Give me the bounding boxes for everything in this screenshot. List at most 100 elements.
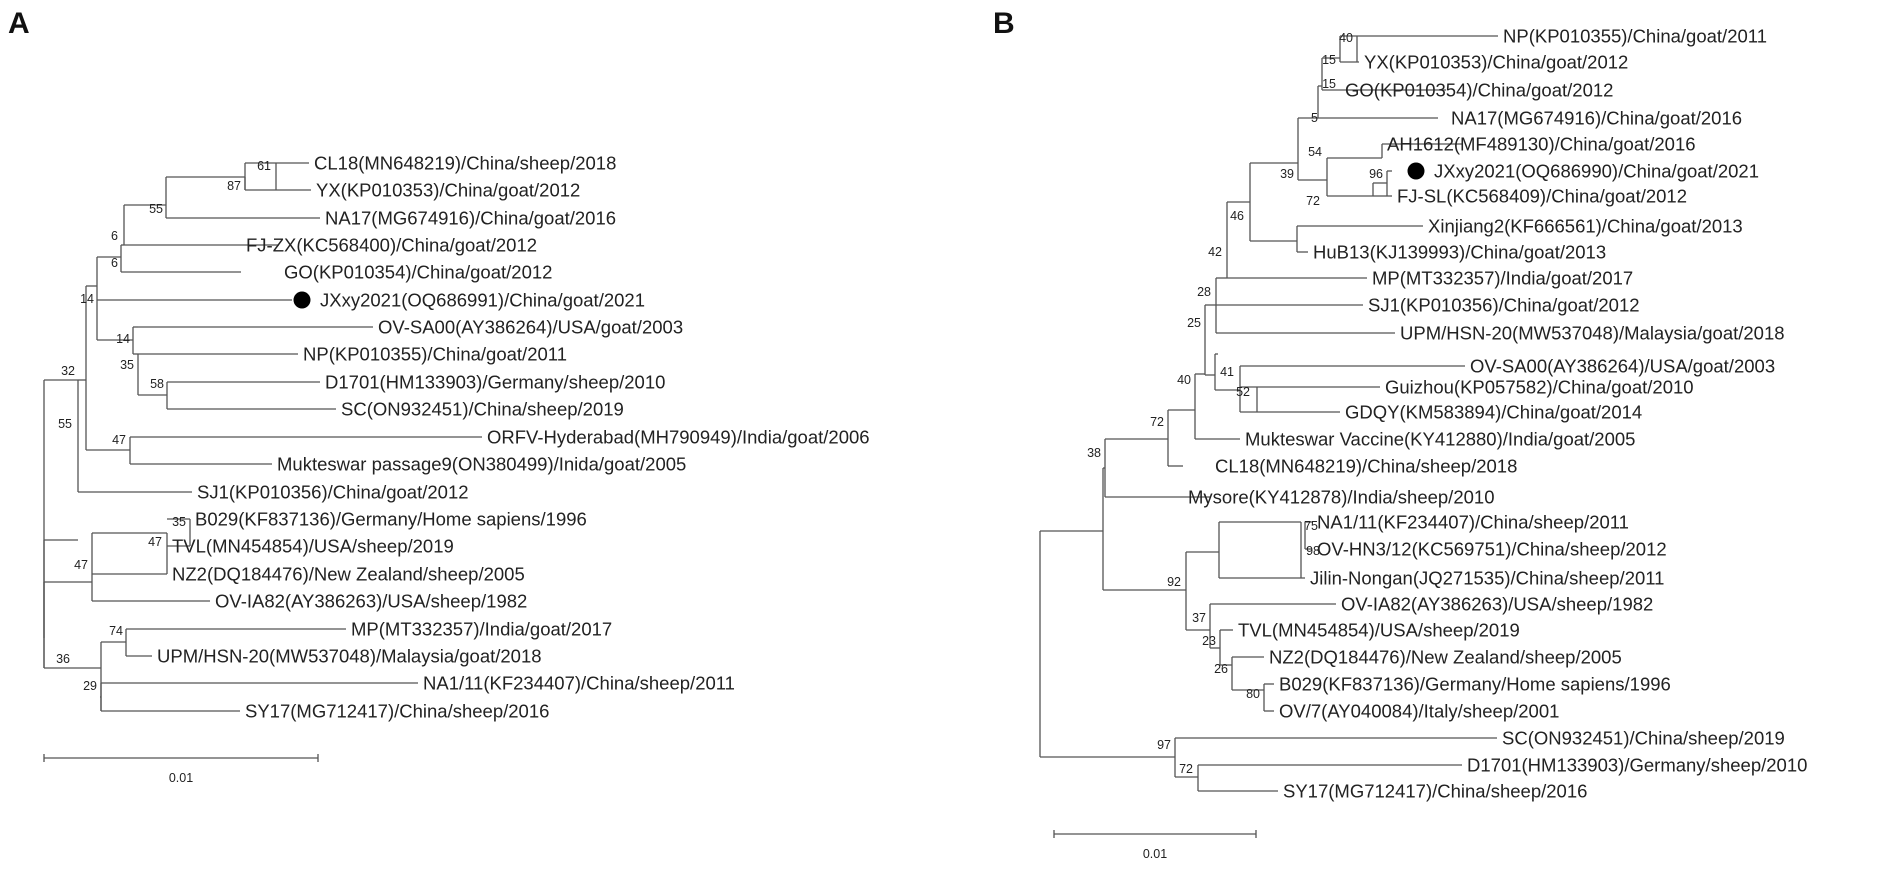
bootstrap-value: 92: [1167, 575, 1181, 589]
tip-label: Guizhou(KP057582)/China/goat/2010: [1385, 377, 1694, 398]
tip-label: HuB13(KJ139993)/China/goat/2013: [1313, 242, 1606, 263]
tip-label: CL18(MN648219)/China/sheep/2018: [1215, 456, 1517, 477]
tip-label: JXxy2021(OQ686990)/China/goat/2021: [1434, 161, 1759, 182]
bootstrap-value: 32: [61, 364, 75, 378]
bootstrap-value: 14: [116, 332, 130, 346]
tip-label: NA1/11(KF234407)/China/sheep/2011: [423, 673, 735, 694]
tip-label: GDQY(KM583894)/China/goat/2014: [1345, 402, 1642, 423]
bootstrap-value: 47: [112, 433, 126, 447]
bootstrap-value: 14: [80, 292, 94, 306]
bootstrap-value: 41: [1220, 365, 1234, 379]
bootstrap-value: 35: [172, 515, 186, 529]
highlight-dot-icon: [293, 291, 311, 309]
tip-label: TVL(MN454854)/USA/sheep/2019: [172, 536, 454, 557]
tip-label: NZ2(DQ184476)/New Zealand/sheep/2005: [1269, 647, 1622, 668]
bootstrap-value: 36: [56, 652, 70, 666]
tip-label: OV-SA00(AY386264)/USA/goat/2003: [378, 317, 683, 338]
bootstrap-value: 15: [1322, 53, 1336, 67]
tip-label: Jilin-Nongan(JQ271535)/China/sheep/2011: [1310, 568, 1664, 589]
bootstrap-value: 29: [83, 679, 97, 693]
tip-label: Mukteswar Vaccine(KY412880)/India/goat/2…: [1245, 429, 1635, 450]
scale-label: 0.01: [169, 771, 193, 785]
tip-label: B029(KF837136)/Germany/Home sapiens/1996: [1279, 674, 1671, 695]
panel-label-b: B: [993, 7, 1015, 40]
tip-label: D1701(HM133903)/Germany/sheep/2010: [1467, 755, 1807, 776]
bootstrap-value: 40: [1339, 31, 1353, 45]
tip-label: TVL(MN454854)/USA/sheep/2019: [1238, 620, 1520, 641]
tip-label: B029(KF837136)/Germany/Home sapiens/1996: [195, 509, 587, 530]
bootstrap-value: 47: [74, 558, 88, 572]
bootstrap-value: 47: [148, 535, 162, 549]
bootstrap-value: 46: [1230, 209, 1244, 223]
tip-label: SJ1(KP010356)/China/goat/2012: [1368, 295, 1640, 316]
bootstrap-value: 25: [1187, 316, 1201, 330]
bootstrap-value: 28: [1197, 285, 1211, 299]
tip-label: Mysore(KY412878)/India/sheep/2010: [1188, 487, 1494, 508]
tip-label: Mukteswar passage9(ON380499)/Inida/goat/…: [277, 454, 686, 475]
tip-label: SJ1(KP010356)/China/goat/2012: [197, 482, 469, 503]
tip-label: OV/7(AY040084)/Italy/sheep/2001: [1279, 701, 1559, 722]
bootstrap-value: 26: [1214, 662, 1228, 676]
tree-panel-a: A CL18(MN648219)/China/sheep/2018YX(KP010…: [8, 7, 870, 785]
tip-label: UPM/HSN-20(MW537048)/Malaysia/goat/2018: [1400, 323, 1785, 344]
bootstrap-value: 80: [1246, 687, 1260, 701]
tip-label: OV-SA00(AY386264)/USA/goat/2003: [1470, 356, 1775, 377]
tip-label: NP(KP010355)/China/goat/2011: [1503, 26, 1767, 47]
tip-label: MP(MT332357)/India/goat/2017: [1372, 268, 1633, 289]
tip-label: UPM/HSN-20(MW537048)/Malaysia/goat/2018: [157, 646, 542, 667]
tip-label: OV-HN3/12(KC569751)/China/sheep/2012: [1317, 539, 1667, 560]
bootstrap-value: 37: [1192, 611, 1206, 625]
tip-label: SC(ON932451)/China/sheep/2019: [341, 399, 624, 420]
tip-label: OV-IA82(AY386263)/USA/sheep/1982: [215, 591, 527, 612]
bootstrap-value: 40: [1177, 373, 1191, 387]
tip-label: YX(KP010353)/China/goat/2012: [316, 180, 580, 201]
tip-label: GO(KP010354)/China/goat/2012: [1345, 80, 1613, 101]
tip-label: FJ-ZX(KC568400)/China/goat/2012: [246, 235, 537, 256]
bootstrap-value: 72: [1306, 194, 1320, 208]
tip-label: SY17(MG712417)/China/sheep/2016: [245, 701, 549, 722]
tip-label: NP(KP010355)/China/goat/2011: [303, 344, 567, 365]
bootstrap-value: 87: [227, 179, 241, 193]
bootstrap-value: 58: [150, 377, 164, 391]
bootstrap-value: 52: [1236, 385, 1250, 399]
bootstrap-value: 61: [257, 159, 271, 173]
tip-label: D1701(HM133903)/Germany/sheep/2010: [325, 372, 665, 393]
bootstrap-value: 74: [109, 624, 123, 638]
tip-label: NA17(MG674916)/China/goat/2016: [1451, 108, 1742, 129]
tip-label: FJ-SL(KC568409)/China/goat/2012: [1397, 186, 1687, 207]
bootstrap-value: 75: [1304, 519, 1318, 533]
bootstrap-value: 72: [1150, 415, 1164, 429]
bootstrap-value: 55: [58, 417, 72, 431]
bootstrap-value: 35: [120, 358, 134, 372]
bootstrap-value: 23: [1202, 634, 1216, 648]
tip-label: CL18(MN648219)/China/sheep/2018: [314, 153, 616, 174]
tip-label: AH1612(MF489130)/China/goat/2016: [1387, 134, 1696, 155]
tip-label: NA17(MG674916)/China/goat/2016: [325, 208, 616, 229]
tip-label: SY17(MG712417)/China/sheep/2016: [1283, 781, 1587, 802]
tip-label: ORFV-Hyderabad(MH790949)/India/goat/2006: [487, 427, 870, 448]
scale-label: 0.01: [1143, 847, 1167, 861]
bootstrap-value: 54: [1308, 145, 1322, 159]
bootstrap-value: 42: [1208, 245, 1222, 259]
bootstrap-value: 6: [111, 256, 118, 270]
bootstrap-value: 15: [1322, 77, 1336, 91]
tip-label: YX(KP010353)/China/goat/2012: [1364, 52, 1628, 73]
tip-label: GO(KP010354)/China/goat/2012: [284, 262, 552, 283]
tip-label: JXxy2021(OQ686991)/China/goat/2021: [320, 290, 645, 311]
tip-label: Xinjiang2(KF666561)/China/goat/2013: [1428, 216, 1743, 237]
tip-label: OV-IA82(AY386263)/USA/sheep/1982: [1341, 594, 1653, 615]
panel-label-a: A: [8, 7, 30, 40]
bootstrap-value: 38: [1087, 446, 1101, 460]
tip-label: SC(ON932451)/China/sheep/2019: [1502, 728, 1785, 749]
bootstrap-value: 6: [111, 229, 118, 243]
tree-panel-b: B NP(KP010355)/China/goat/2011YX(KP010353…: [993, 7, 1807, 861]
bootstrap-value: 5: [1311, 111, 1318, 125]
tip-label: MP(MT332357)/India/goat/2017: [351, 619, 612, 640]
bootstrap-value: 55: [149, 202, 163, 216]
tip-label: NA1/11(KF234407)/China/sheep/2011: [1317, 512, 1629, 533]
highlight-dot-icon: [1407, 162, 1425, 180]
tip-label: NZ2(DQ184476)/New Zealand/sheep/2005: [172, 564, 525, 585]
bootstrap-value: 98: [1306, 544, 1320, 558]
bootstrap-value: 39: [1280, 167, 1294, 181]
